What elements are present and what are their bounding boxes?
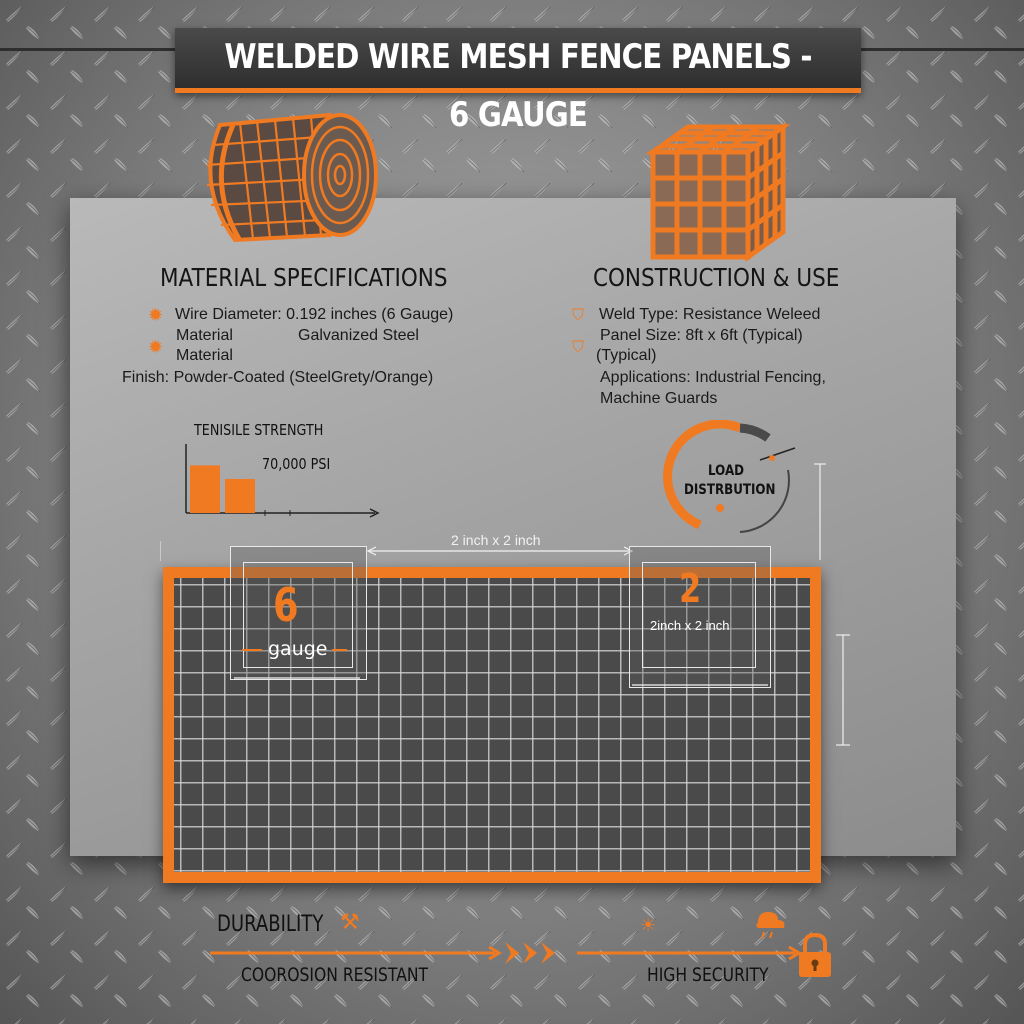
person-icon [716, 504, 724, 512]
side-dimension-line [814, 463, 826, 560]
axis-arrow-icon [369, 508, 380, 518]
gauge-label: gauge [268, 638, 328, 660]
load-distribution-gauge [663, 420, 796, 533]
mesh-cube-icon [645, 122, 791, 262]
typical-text: (Typical) [596, 347, 657, 364]
gauge-dimension-line [234, 649, 360, 679]
applications-text: Applications: Industrial Fencing, [600, 369, 826, 386]
corrosion-label: COOROSION RESISTANT [241, 964, 429, 986]
chevron-right-icon [523, 942, 537, 964]
spacing-label: 2inch x 2 inch [650, 618, 730, 633]
spacing-dimension-line [632, 684, 768, 686]
gauge-callout-inner [243, 562, 353, 668]
durability-label: DURABILITY [217, 912, 324, 937]
load-label-1: LOAD [708, 463, 745, 479]
sun-icon: ☀ [640, 915, 657, 936]
material-label-2: Material [176, 347, 233, 364]
chevron-right-icon [541, 942, 555, 964]
title-banner [175, 28, 861, 93]
applications-text-2: Machine Guards [600, 390, 718, 407]
gauge-callout [230, 546, 367, 680]
gear-icon: ✹ [148, 305, 164, 326]
panel-size-text: Panel Size: 8ft x 6ft (Typical) [600, 327, 803, 344]
right-dimension-line [836, 634, 850, 746]
material-specs-heading: MATERIAL SPECIFICATIONS [160, 263, 448, 292]
shield-icon-2: ⛉ [572, 337, 585, 356]
chevron-right-icon [505, 942, 519, 964]
spacing-callout-inner [642, 562, 756, 668]
spacing-number: 2 [679, 566, 702, 612]
security-label: HIGH SECURITY [647, 964, 769, 986]
gear-icon-2: ✹ [148, 337, 164, 358]
tensile-bar [190, 465, 220, 513]
wire-roll-icon [206, 112, 378, 243]
spacing-callout [629, 546, 771, 688]
top-dimension-label: 2 inch x 2 inch [451, 532, 541, 548]
material-label: Material [176, 327, 233, 344]
tensile-value: 70,000 PSI [262, 455, 331, 473]
title-rule-left [0, 48, 175, 51]
hammer-icon: ⚒ [340, 910, 360, 935]
load-label-2: DISTRBUTION [684, 482, 776, 498]
wire-diameter-text: Wire Diameter: 0.192 inches (6 Gauge) [175, 306, 454, 323]
gauge-number: 6 [273, 578, 299, 632]
tensile-chart [185, 444, 380, 518]
finish-text: Finish: Powder-Coated (SteelGrety/Orange… [122, 369, 434, 386]
weld-type-text: Weld Type: Resistance Weleed [599, 306, 821, 323]
tensile-label: TENISILE STRENGTH [194, 421, 324, 439]
lock-icon [799, 932, 831, 977]
shield-icon: ⛉ [572, 305, 585, 324]
mesh-panel [163, 567, 821, 883]
construction-heading: CONSTRUCTION & USE [593, 263, 840, 292]
title-rule-right [861, 48, 1024, 51]
material-value: Galvanized Steel [298, 327, 419, 344]
weather-icon [756, 912, 785, 939]
tensile-bar [225, 479, 255, 513]
feature-arrow-line [210, 942, 802, 964]
top-dimension-line [160, 541, 634, 561]
page-title: WELDED WIRE MESH FENCE PANELS - 6 GAUGE [224, 37, 812, 135]
